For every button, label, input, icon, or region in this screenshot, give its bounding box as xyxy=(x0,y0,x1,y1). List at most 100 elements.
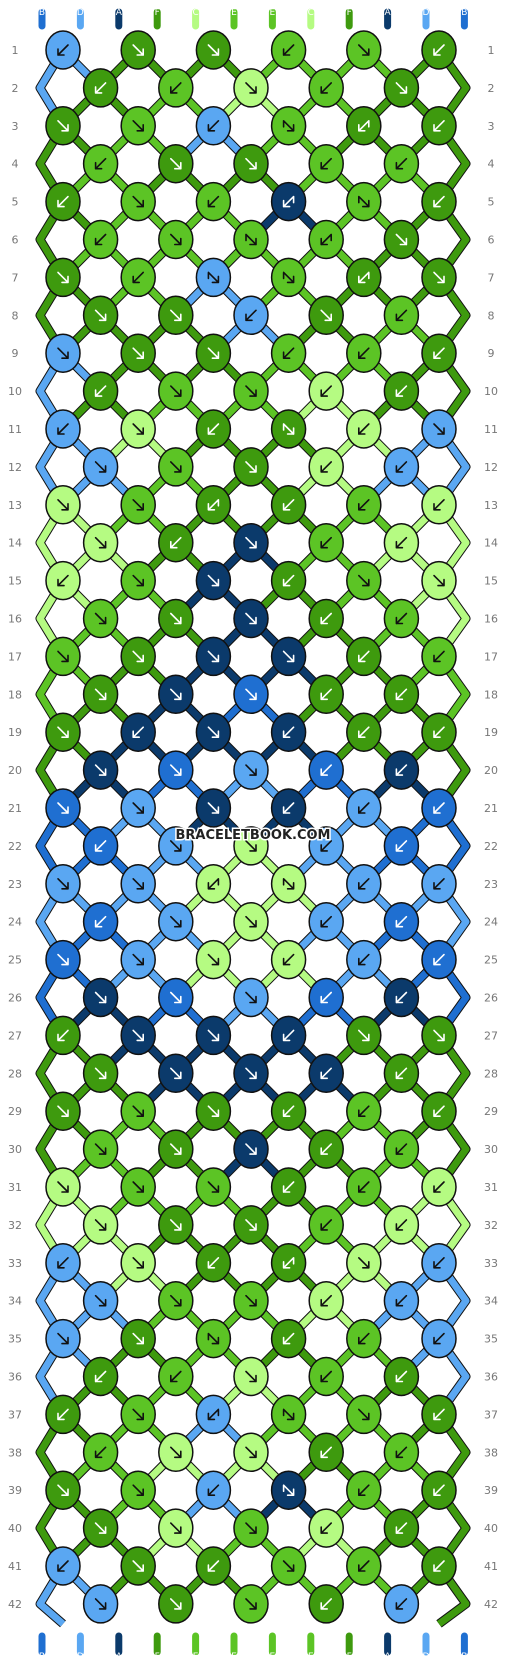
knot-arrow-icon xyxy=(320,1598,333,1610)
knot-arrow-icon xyxy=(282,498,295,511)
knot-arrow-icon xyxy=(320,1067,333,1080)
row-number: 18 xyxy=(8,688,22,701)
row-number: 18 xyxy=(484,688,498,701)
knot-arrow-icon xyxy=(132,1484,144,1496)
knot-arrow-icon xyxy=(132,1332,144,1345)
knot-arrow-icon xyxy=(357,574,370,587)
knot-arrow-icon xyxy=(395,1370,408,1383)
row-number: 39 xyxy=(484,1484,498,1497)
row-number: 27 xyxy=(484,1029,498,1042)
knot-arrow-icon xyxy=(395,1446,408,1459)
knot-arrow-icon xyxy=(357,650,370,663)
row-number: 6 xyxy=(12,234,19,247)
knot-arrow-icon xyxy=(282,1408,295,1421)
knot-arrow-icon xyxy=(357,1105,370,1117)
knot-arrow-icon xyxy=(245,840,257,852)
knot-arrow-icon xyxy=(282,195,295,208)
knot-arrow-icon xyxy=(433,498,445,511)
knot-arrow-icon xyxy=(395,461,408,473)
knot-arrow-icon xyxy=(282,574,295,587)
row-number: 40 xyxy=(484,1522,498,1535)
row-number: 17 xyxy=(8,650,22,663)
knot-arrow-icon xyxy=(395,157,408,170)
knot-arrow-icon xyxy=(57,271,69,284)
knot-arrow-icon xyxy=(132,120,144,132)
knot-arrow-icon xyxy=(320,1143,333,1155)
row-number: 28 xyxy=(8,1067,22,1080)
knot-arrow-icon xyxy=(282,1332,295,1345)
knot-arrow-icon xyxy=(395,764,408,776)
knot-arrow-icon xyxy=(132,1105,144,1117)
knot-arrow-icon xyxy=(357,1332,370,1345)
row-number: 42 xyxy=(484,1598,498,1611)
knot-arrow-icon xyxy=(170,461,182,473)
knot-arrow-icon xyxy=(395,915,408,928)
knot-arrow-icon xyxy=(320,915,333,928)
row-number: 21 xyxy=(8,802,22,815)
knot-arrow-icon xyxy=(282,423,295,435)
row-number: 33 xyxy=(8,1257,22,1270)
knot-arrow-icon xyxy=(170,840,182,852)
row-number: 34 xyxy=(8,1295,22,1308)
row-number: 7 xyxy=(488,271,495,284)
knot-arrow-icon xyxy=(245,1598,257,1610)
knot-arrow-icon xyxy=(57,802,69,814)
row-number: 29 xyxy=(484,1105,498,1118)
row-number: 14 xyxy=(8,537,22,550)
knot-arrow-icon xyxy=(94,1067,107,1080)
knot-arrow-icon xyxy=(132,1029,144,1042)
row-number: 10 xyxy=(484,385,498,398)
row-numbers-left: 1234567891011121314151617181920212223242… xyxy=(8,44,22,1611)
knot-arrow-icon xyxy=(207,574,220,587)
knot-arrow-icon xyxy=(357,44,370,56)
knot-arrow-icon xyxy=(357,1257,370,1269)
row-number: 19 xyxy=(484,726,498,739)
row-number: 20 xyxy=(484,764,498,777)
row-number: 36 xyxy=(8,1371,22,1384)
string-letter: B xyxy=(461,8,467,18)
knot-arrow-icon xyxy=(57,877,69,890)
knot-arrow-icon xyxy=(395,1143,408,1155)
row-number: 38 xyxy=(8,1446,22,1459)
knot-arrow-icon xyxy=(282,271,295,284)
knot-arrow-icon xyxy=(395,536,408,549)
knot-arrow-icon xyxy=(94,1446,107,1459)
knot-arrow-icon xyxy=(132,1181,144,1193)
knot-arrow-icon xyxy=(94,612,107,625)
knot-arrow-icon xyxy=(94,915,107,928)
row-number: 24 xyxy=(8,916,22,929)
knot-arrow-icon xyxy=(94,157,107,170)
knot-arrow-icon xyxy=(207,271,220,284)
knot-arrow-icon xyxy=(94,1219,107,1231)
row-number: 16 xyxy=(8,613,22,626)
row-number: 2 xyxy=(488,82,495,95)
knot-arrow-icon xyxy=(433,1181,445,1193)
knot-arrow-icon xyxy=(132,423,144,435)
knot-arrow-icon xyxy=(170,991,182,1004)
string-letter: F xyxy=(347,8,352,18)
string-letter: A xyxy=(385,8,392,18)
row-number: 13 xyxy=(8,499,22,512)
knot-arrow-icon xyxy=(357,120,370,132)
row-number: 26 xyxy=(484,992,498,1005)
row-number: 5 xyxy=(12,196,19,209)
knot-arrow-icon xyxy=(395,309,408,322)
knot-arrow-icon xyxy=(320,309,333,322)
knot-arrow-icon xyxy=(433,44,445,56)
knot-arrow-icon xyxy=(433,195,445,208)
string-letter: F xyxy=(347,1652,352,1662)
row-number: 8 xyxy=(488,309,495,322)
knot-arrow-icon xyxy=(282,1484,295,1496)
string-letter: E xyxy=(308,1652,314,1662)
row-number: 8 xyxy=(12,309,19,322)
knot-arrow-icon xyxy=(245,764,257,776)
row-number: 34 xyxy=(484,1295,498,1308)
knot-arrow-icon xyxy=(132,726,144,739)
knot-arrow-icon xyxy=(245,157,257,170)
row-number: 11 xyxy=(8,423,22,436)
knot-arrow-icon xyxy=(94,385,107,397)
row-number: 39 xyxy=(8,1484,22,1497)
row-number: 35 xyxy=(484,1333,498,1346)
row-number: 19 xyxy=(8,726,22,739)
